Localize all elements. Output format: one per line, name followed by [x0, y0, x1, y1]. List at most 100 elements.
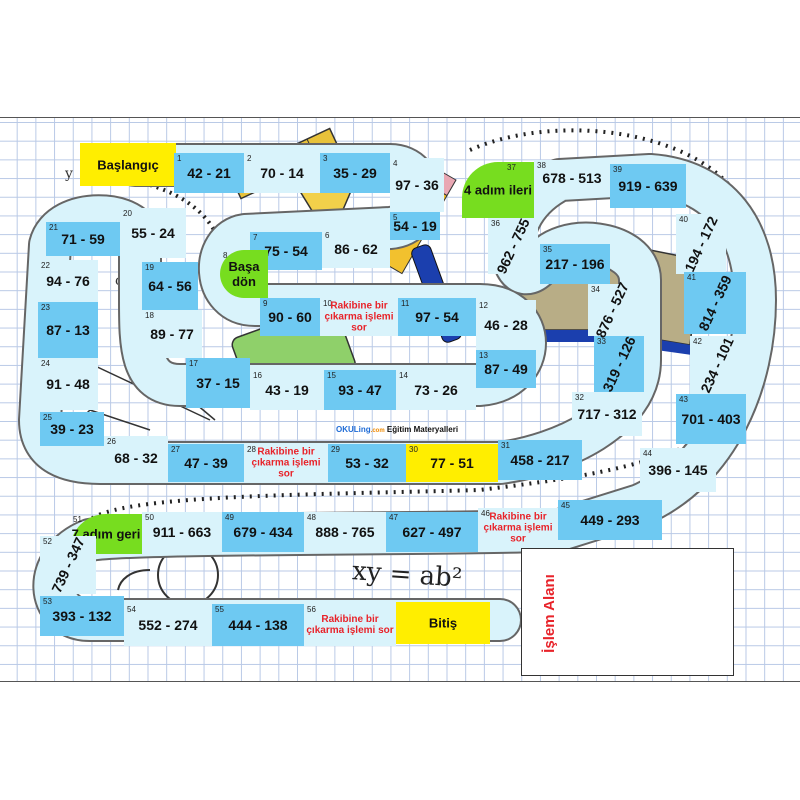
cell-number: 55	[215, 605, 224, 614]
cell-number: 41	[687, 273, 696, 282]
cell-number: 5	[393, 213, 398, 222]
cell-operation: 37 - 15	[196, 375, 240, 391]
cell-operation: 42 - 21	[187, 165, 231, 181]
cell-number: 10	[323, 299, 332, 308]
cell-instruction: Rakibine bir çıkarma işlemi sor	[251, 446, 321, 480]
cell-operation: 46 - 28	[484, 317, 528, 333]
cell-operation: 739 - 347	[48, 534, 88, 596]
cell-25: 25 39 - 23	[40, 412, 104, 446]
cell-operation: 77 - 51	[430, 455, 474, 471]
cell-number: 25	[43, 413, 52, 422]
cell-39: 39 919 - 639	[610, 164, 686, 208]
cell-9: 9 90 - 60	[260, 298, 320, 336]
cell-number: 46	[481, 509, 490, 518]
work-area[interactable]: İşlem Alanı	[521, 548, 734, 676]
cell-55: 55 444 - 138	[212, 604, 304, 646]
cell-44: 44 396 - 145	[640, 448, 716, 492]
cell-number: 26	[107, 437, 116, 446]
work-area-label: İşlem Alanı	[540, 574, 558, 653]
cell-46: 46 Rakibine bir çıkarma işlemi sor	[478, 508, 558, 548]
cell-15: 15 93 - 47	[324, 370, 396, 410]
cell-24: 24 91 - 48	[38, 358, 98, 410]
cell-number: 49	[225, 513, 234, 522]
cell-48: 48 888 - 765	[304, 512, 386, 552]
cell-number: 50	[145, 513, 154, 522]
cell-number: 6	[325, 231, 330, 240]
cell-number: 21	[49, 223, 58, 232]
cell-number: 18	[145, 311, 154, 320]
cell-number: 7	[253, 233, 258, 242]
cell-operation: 919 - 639	[618, 178, 678, 194]
cell-operation: 396 - 145	[648, 462, 708, 478]
cell-operation: 94 - 76	[46, 273, 90, 289]
finish-label: Bitiş	[428, 615, 458, 631]
cell-number: 15	[327, 371, 336, 380]
cell-number: 34	[591, 285, 600, 294]
cell-number: 53	[43, 597, 52, 606]
cell-5: 5 54 - 19	[390, 212, 440, 240]
cell-operation: 91 - 48	[46, 376, 90, 392]
cell-operation: 87 - 13	[46, 322, 90, 338]
cell-operation: 68 - 32	[114, 450, 158, 466]
cell-number: 29	[331, 445, 340, 454]
cell-14: 14 73 - 26	[396, 370, 476, 410]
cell-19: 19 64 - 56	[142, 262, 198, 310]
cell-number: 1	[177, 154, 182, 163]
cell-53: 53 393 - 132	[40, 596, 124, 636]
cell-number: 48	[307, 513, 316, 522]
cell-number: 17	[189, 359, 198, 368]
cell-2: 2 70 - 14	[244, 153, 320, 193]
cell-6: 6 86 - 62	[322, 230, 390, 268]
brand-name: OKULing	[336, 425, 371, 434]
cell-number: 30	[409, 445, 418, 454]
cell-number: 32	[575, 393, 584, 402]
cell-operation: 90 - 60	[268, 309, 312, 325]
cell-operation: 70 - 14	[260, 165, 304, 181]
cell-29: 29 53 - 32	[328, 444, 406, 482]
cell-17: 17 37 - 15	[186, 358, 250, 408]
cell-21: 21 71 - 59	[46, 222, 120, 256]
cell-11: 11 97 - 54	[398, 298, 476, 336]
cell-34: 34 876 - 527	[588, 280, 636, 340]
cell-4: 4 97 - 36	[390, 158, 444, 212]
cell-number: 43	[679, 395, 688, 404]
cell-number: 37	[507, 163, 516, 172]
cell-31: 31 458 - 217	[498, 440, 582, 480]
cell-operation: 552 - 274	[138, 617, 198, 633]
cell-3: 3 35 - 29	[320, 153, 390, 193]
cell-52: 52 739 - 347	[40, 534, 96, 596]
cell-27: 27 47 - 39	[168, 444, 244, 482]
cell-number: 11	[401, 299, 410, 308]
cell-26: 26 68 - 32	[104, 436, 168, 480]
cell-12: 12 46 - 28	[476, 300, 536, 350]
cell-operation: 93 - 47	[338, 382, 382, 398]
dotted-line-decoration	[149, 183, 227, 261]
cell-operation: 39 - 23	[50, 421, 94, 437]
cell-37: 37 4 adım ileri	[462, 162, 534, 218]
cell-number: 42	[693, 337, 702, 346]
cell-number: 19	[145, 263, 154, 272]
cell-number: 20	[123, 209, 132, 218]
cell-36: 36 962 - 755	[488, 216, 538, 276]
cell-10: 10 Rakibine bir çıkarma işlemi sor	[320, 298, 398, 336]
cell-instruction: Rakibine bir çıkarma işlemi sor	[483, 511, 553, 545]
cell-number: 8	[223, 251, 228, 260]
cell-operation: 73 - 26	[414, 382, 458, 398]
cell-operation: 55 - 24	[131, 225, 175, 241]
cell-operation: 444 - 138	[228, 617, 288, 633]
cell-number: 28	[247, 445, 256, 454]
cell-operation: 64 - 56	[148, 278, 192, 294]
cell-operation: 888 - 765	[315, 524, 375, 540]
cell-operation: 54 - 19	[393, 218, 437, 234]
finish-cell: Bitiş	[396, 602, 490, 644]
cell-operation: 97 - 54	[415, 309, 459, 325]
brand-logo: OKULing.com Eğitim Materyalleri	[336, 425, 458, 434]
cell-16: 16 43 - 19	[250, 370, 324, 410]
cell-number: 44	[643, 449, 652, 458]
cell-operation: 75 - 54	[264, 243, 308, 259]
cell-number: 22	[41, 261, 50, 270]
cell-operation: 71 - 59	[61, 231, 105, 247]
cell-30: 30 77 - 51	[406, 444, 498, 482]
cell-operation: 43 - 19	[265, 382, 309, 398]
cell-33: 33 319 - 126	[594, 334, 644, 394]
